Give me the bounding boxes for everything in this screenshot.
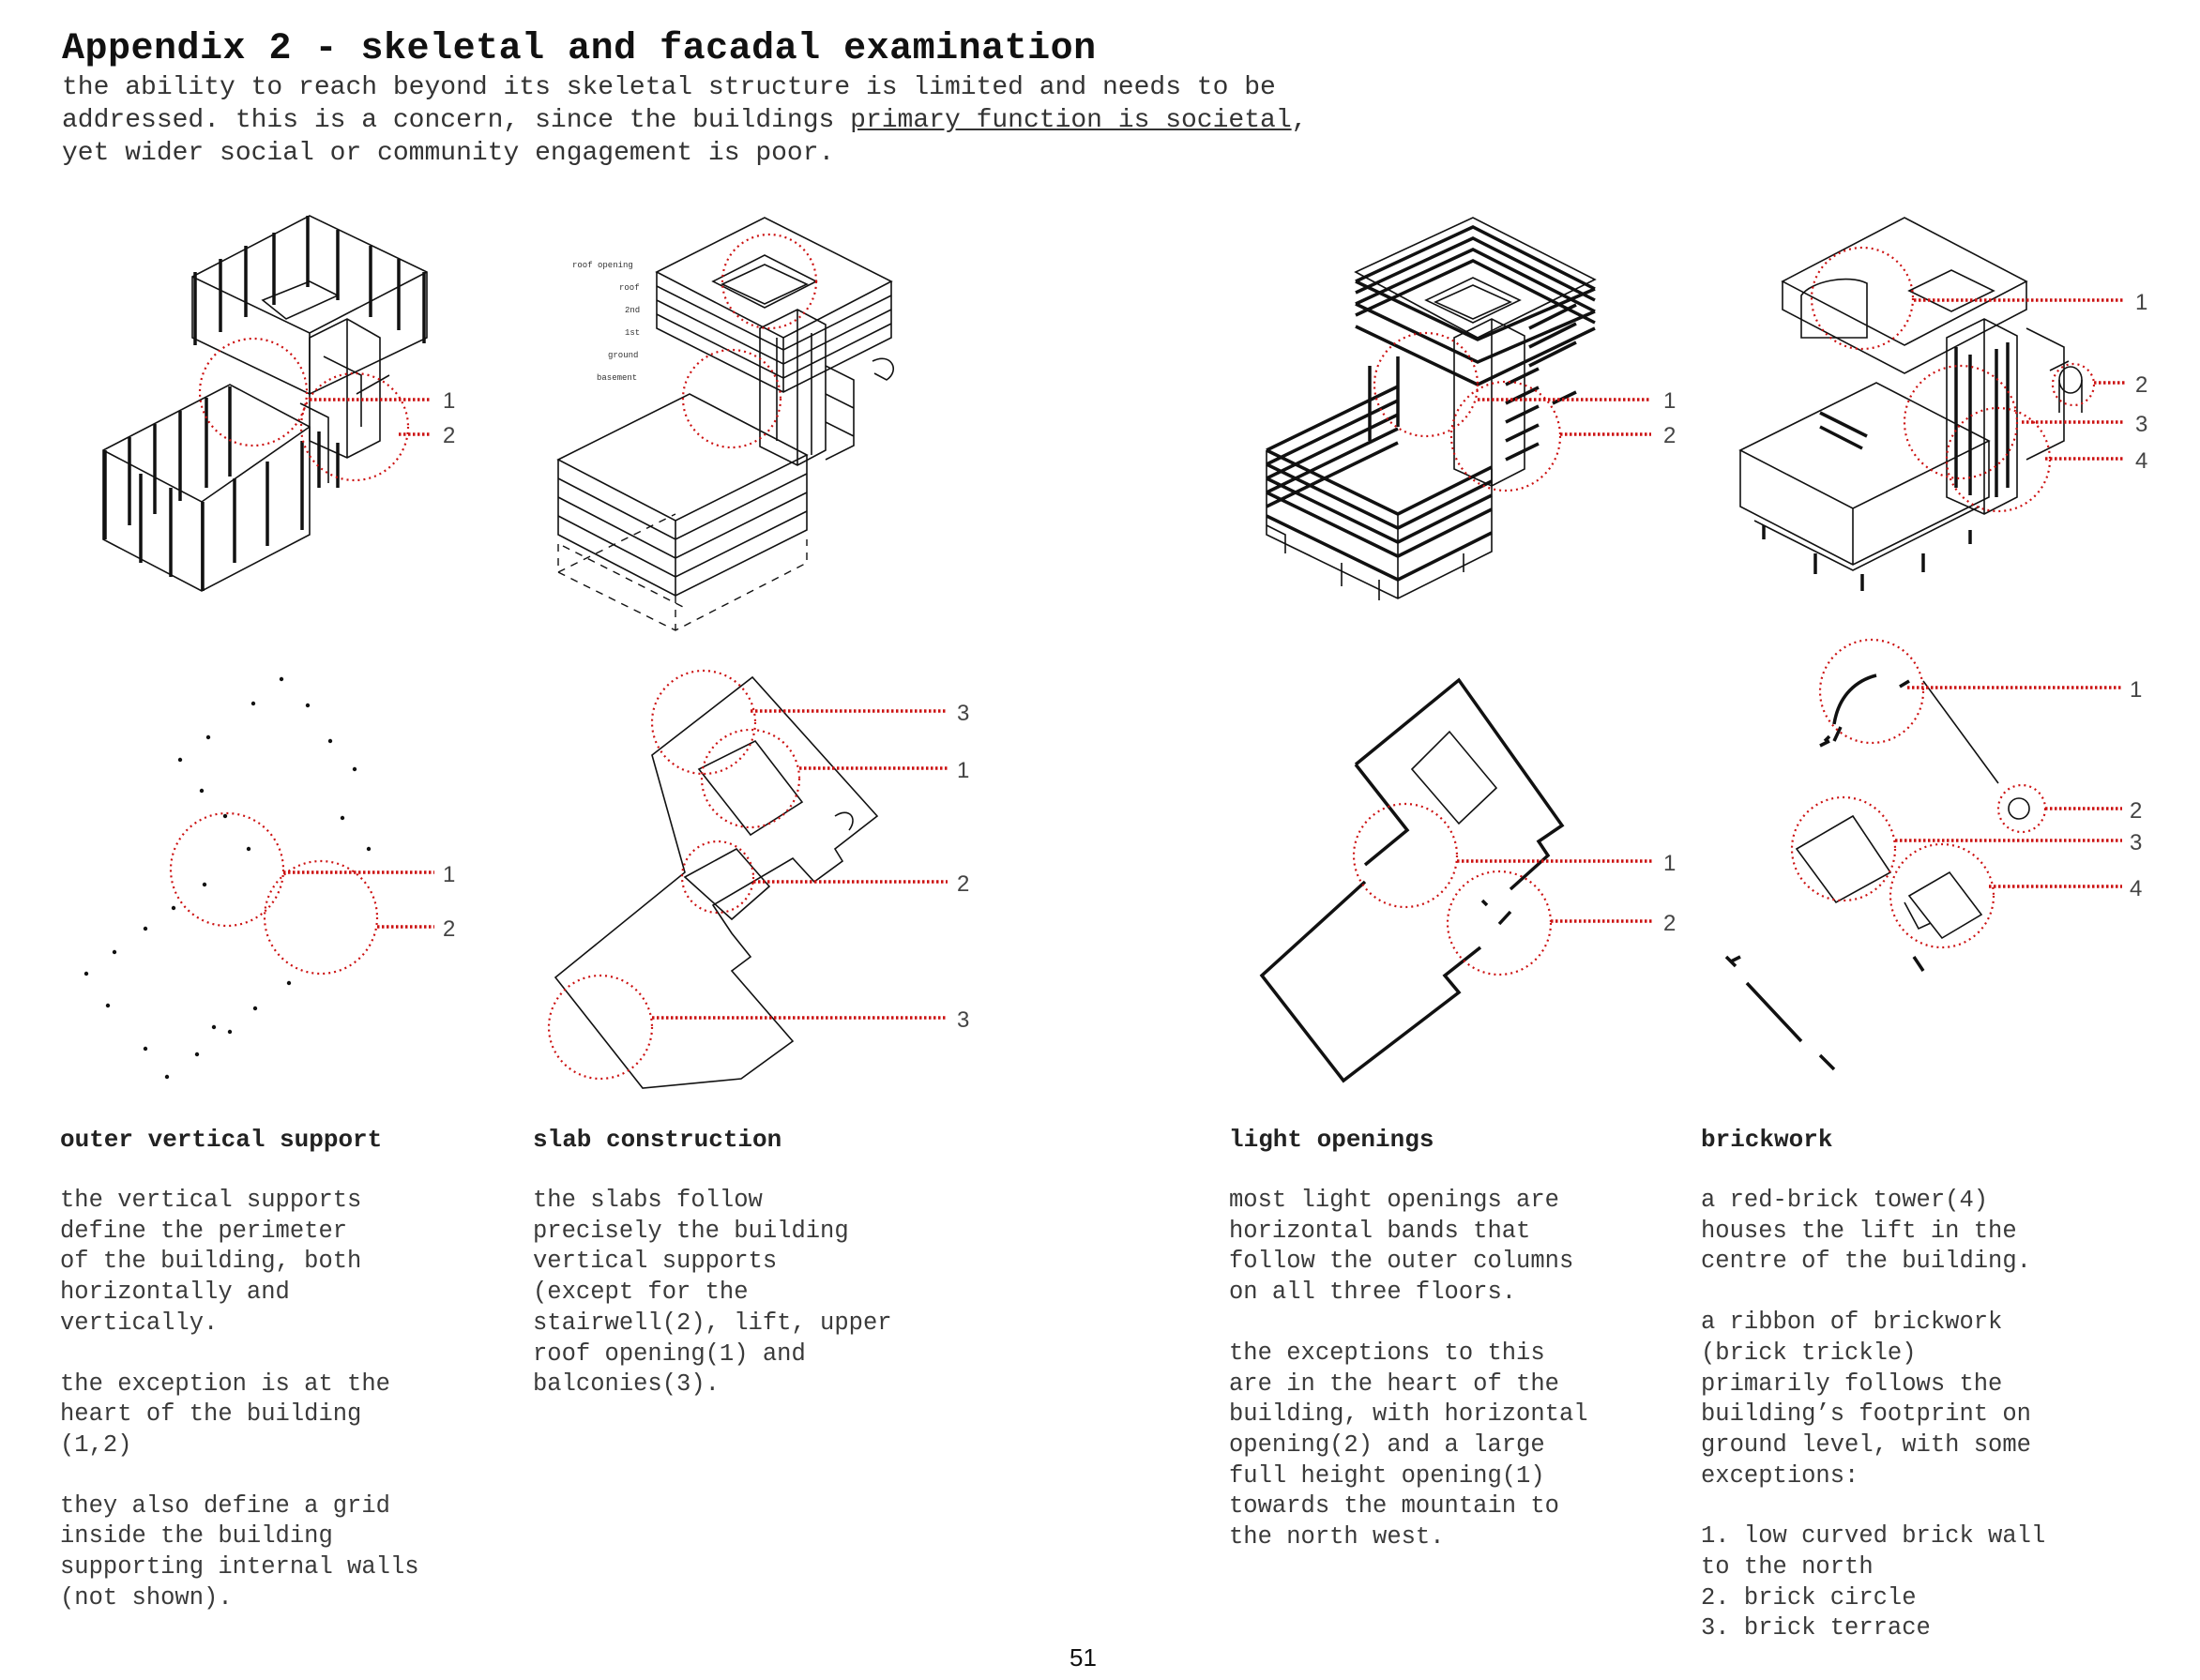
callout-brick-plan-1: 1 — [2130, 677, 2142, 703]
column-heading: outer vertical support — [60, 1126, 383, 1154]
callout-brick-plan-2: 2 — [2130, 798, 2142, 824]
callout-brick-plan-4: 4 — [2130, 876, 2142, 901]
outer-support-iso-diagram — [102, 215, 432, 592]
floor-label-2nd: 2nd — [625, 306, 640, 315]
intro-underlined: primary function is societal — [850, 106, 1292, 135]
light-openings-iso-diagram — [1266, 217, 1651, 600]
callout-brick-iso-1: 1 — [2135, 290, 2147, 315]
callout-light-plan-2: 2 — [1663, 911, 1676, 936]
page-title: Appendix 2 - skeletal and facadal examin… — [62, 28, 1097, 70]
floor-label-1st: 1st — [625, 328, 640, 338]
callout-outer-iso-1: 1 — [443, 388, 455, 414]
column-paragraph: they also define a grid inside the build… — [60, 1491, 419, 1612]
column-outer-vertical-support: outer vertical support the vertical supp… — [60, 1126, 492, 1643]
column-slab-construction: slab construction the slabs follow preci… — [533, 1126, 964, 1430]
column-heading: brickwork — [1701, 1126, 1833, 1154]
callout-outer-iso-2: 2 — [443, 423, 455, 448]
slab-iso-diagram: roof opening roof 2nd 1st ground basemen… — [556, 217, 894, 631]
column-heading: slab construction — [533, 1126, 782, 1154]
column-light-openings: light openings most light openings are h… — [1229, 1126, 1661, 1583]
floor-label-roof-opening: roof opening — [572, 261, 633, 270]
page-number: 51 — [1070, 1643, 1097, 1672]
column-paragraph: the vertical supports define the perimet… — [60, 1187, 362, 1337]
floor-label-roof: roof — [619, 283, 640, 293]
column-brickwork: brickwork a red-brick tower(4) houses th… — [1701, 1126, 2132, 1674]
intro-part1: the ability to reach beyond its skeletal… — [62, 73, 1276, 135]
column-paragraph: 1. low curved brick wall to the north 2.… — [1701, 1522, 2046, 1642]
column-paragraph: a ribbon of brickwork (brick trickle) pr… — [1701, 1309, 2031, 1490]
column-paragraph: a red-brick tower(4) houses the lift in … — [1701, 1187, 2031, 1276]
floor-label-ground: ground — [608, 351, 638, 360]
diagram-canvas: .k { fill:none; stroke:#111; stroke-widt… — [83, 215, 2147, 1089]
callout-light-plan-1: 1 — [1663, 851, 1676, 876]
callout-slab-plan-3b: 3 — [957, 1007, 969, 1033]
intro-text: the ability to reach beyond its skeletal… — [62, 71, 1319, 170]
callout-light-iso-2: 2 — [1663, 423, 1676, 448]
brickwork-plan-diagram — [1724, 638, 2122, 1071]
callout-light-iso-1: 1 — [1663, 388, 1676, 414]
callout-slab-plan-2: 2 — [957, 871, 969, 897]
column-paragraph: the slabs follow precisely the building … — [533, 1187, 892, 1399]
column-heading: light openings — [1229, 1126, 1434, 1154]
callout-brick-plan-3: 3 — [2130, 830, 2142, 855]
outer-support-plan-diagram — [83, 676, 434, 1080]
intro-part2: , yet wider social or community engageme… — [62, 106, 1308, 168]
column-paragraph: the exception is at the heart of the bui… — [60, 1370, 390, 1459]
callout-brick-iso-4: 4 — [2135, 448, 2147, 474]
callout-slab-plan-1: 1 — [957, 758, 969, 783]
floor-label-basement: basement — [597, 373, 637, 383]
light-openings-plan-diagram — [1259, 677, 1654, 1083]
column-paragraph: the exceptions to this are in the heart … — [1229, 1339, 1588, 1551]
callout-slab-plan-3a: 3 — [957, 701, 969, 726]
callout-brick-iso-2: 2 — [2135, 372, 2147, 398]
callout-brick-iso-3: 3 — [2135, 412, 2147, 437]
brickwork-iso-diagram — [1738, 217, 2125, 591]
callout-outer-plan-1: 1 — [443, 862, 455, 887]
slab-plan-diagram — [547, 669, 948, 1089]
column-paragraph: most light openings are horizontal bands… — [1229, 1187, 1574, 1307]
callout-outer-plan-2: 2 — [443, 916, 455, 942]
